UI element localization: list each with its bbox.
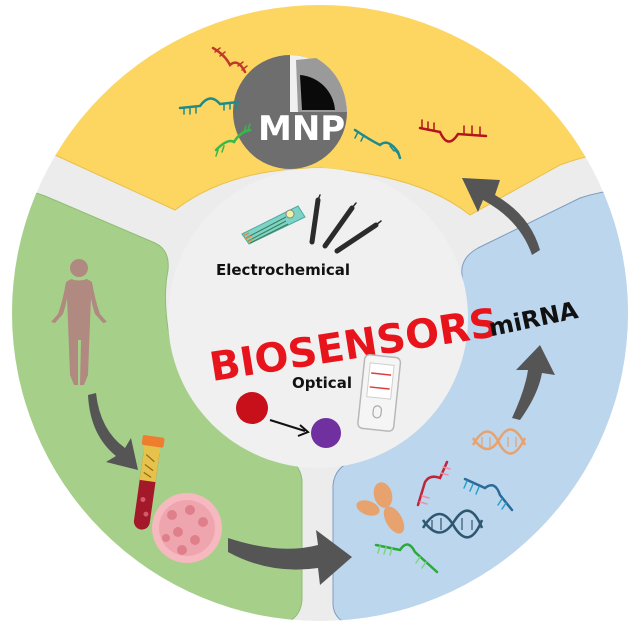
mnp-label: MNP xyxy=(258,109,345,149)
rna-strand-icon xyxy=(214,123,252,157)
blood-tube-icon xyxy=(133,435,165,530)
screen-printed-electrode-icon xyxy=(241,205,306,245)
electrode-probe-icon xyxy=(309,194,382,254)
rna-strand-icon xyxy=(353,128,402,160)
rna-strand-icon xyxy=(178,97,240,115)
color-change-arrow-icon xyxy=(269,419,310,437)
magnetic-nanoparticle-icon: MNP xyxy=(233,55,347,169)
purple-nanoparticle-icon xyxy=(311,418,341,448)
dna-helix-icon xyxy=(421,509,484,539)
antibody-icon xyxy=(356,482,405,534)
rna-strand-icon xyxy=(418,119,488,143)
electrochemical-label: Electrochemical xyxy=(216,261,350,279)
cancer-cell-icon xyxy=(152,493,222,563)
flow-arrow-icon xyxy=(228,530,352,585)
red-nanoparticle-icon xyxy=(236,392,268,424)
flow-arrow-icon xyxy=(462,178,540,255)
human-body-icon xyxy=(51,259,107,385)
optical-label: Optical xyxy=(292,374,352,392)
flow-arrow-icon xyxy=(512,345,555,420)
probe-strands xyxy=(178,46,488,160)
rna-strand-icon xyxy=(211,46,248,74)
lateral-flow-test-strip-icon xyxy=(357,354,402,432)
rna-strand-icon xyxy=(374,543,439,574)
dna-helix-icon xyxy=(471,428,527,455)
flow-arrow-icon xyxy=(88,393,138,470)
rna-strand-icon xyxy=(416,460,451,507)
rna-strand-icon xyxy=(463,477,514,512)
